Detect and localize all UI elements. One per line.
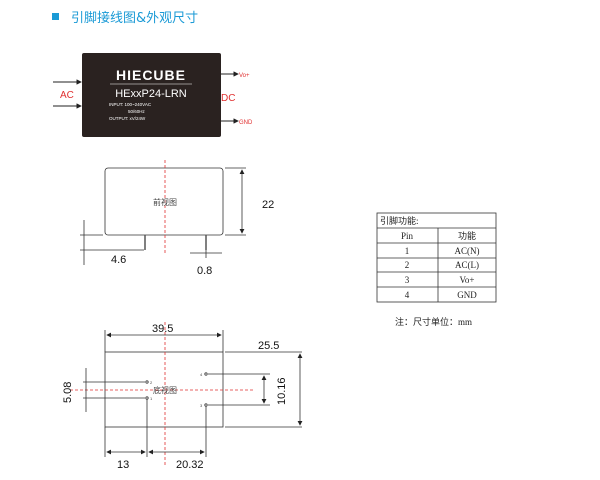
table-cell: 3: [405, 275, 410, 285]
wiring-diagram: HIECUBE HExxP24-LRN INPUT: 100~240VAC 50…: [53, 53, 253, 137]
height-dimension: 22: [262, 199, 274, 211]
ac-label: AC: [60, 90, 74, 101]
gnd-label: GND: [239, 120, 253, 126]
module-body: [82, 53, 221, 137]
pin-label: 4: [200, 372, 203, 377]
pin-length-dimension: 4.6: [111, 254, 126, 266]
unit-note: 注：尺寸单位：mm: [395, 316, 472, 327]
module-brand: HIECUBE: [116, 67, 186, 83]
bottom-view: 底视图 39.5 25.5 2 1 4 3 5.08 10.16 13: [62, 322, 303, 471]
table-cell: GND: [457, 290, 477, 300]
module-freq: 50/60Hz: [128, 109, 146, 114]
dc-label: DC: [221, 93, 235, 104]
section-title-text: 引脚接线图&外观尺寸: [71, 11, 199, 26]
table-cell: 1: [405, 246, 410, 256]
left-offset-dimension: 13: [117, 459, 129, 471]
pin-table: 引脚功能: Pin 功能 1 AC(N) 2 AC(L) 3 Vo+ 4 GND…: [376, 212, 497, 327]
front-view: 前视图 22 4.6 0.8: [80, 160, 274, 277]
section-title: 引脚接线图&外观尺寸: [52, 7, 198, 26]
table-cell: AC(N): [455, 246, 480, 256]
header-pin: Pin: [401, 231, 414, 241]
pin-width-dimension: 0.8: [197, 265, 212, 277]
vo-label: Vo+: [239, 73, 250, 79]
table-cell: 2: [405, 260, 410, 270]
table-cell: AC(L): [455, 260, 479, 270]
pin-label: 3: [200, 403, 203, 408]
module-model: HExxP24-LRN: [115, 88, 187, 100]
pin-span-dimension: 20.32: [176, 459, 204, 471]
right-pin-spacing-dimension: 10.16: [276, 377, 288, 405]
pin-label: 1: [150, 396, 153, 401]
width-dimension: 25.5: [258, 340, 279, 352]
module-input: INPUT: 100~240VAC: [109, 102, 152, 107]
table-cell: Vo+: [460, 275, 475, 285]
header-function: 功能: [458, 230, 476, 241]
pin-label: 2: [150, 380, 153, 385]
module-output: OUTPUT: xV/24W: [109, 116, 146, 121]
front-view-label: 前视图: [153, 197, 177, 207]
table-cell: 4: [405, 290, 410, 300]
length-dimension: 39.5: [152, 323, 173, 335]
bullet-square-icon: [52, 13, 59, 20]
left-pin-spacing-dimension: 5.08: [62, 382, 74, 403]
pin-table-title: 引脚功能:: [380, 215, 419, 226]
bottom-view-label: 底视图: [153, 385, 177, 395]
